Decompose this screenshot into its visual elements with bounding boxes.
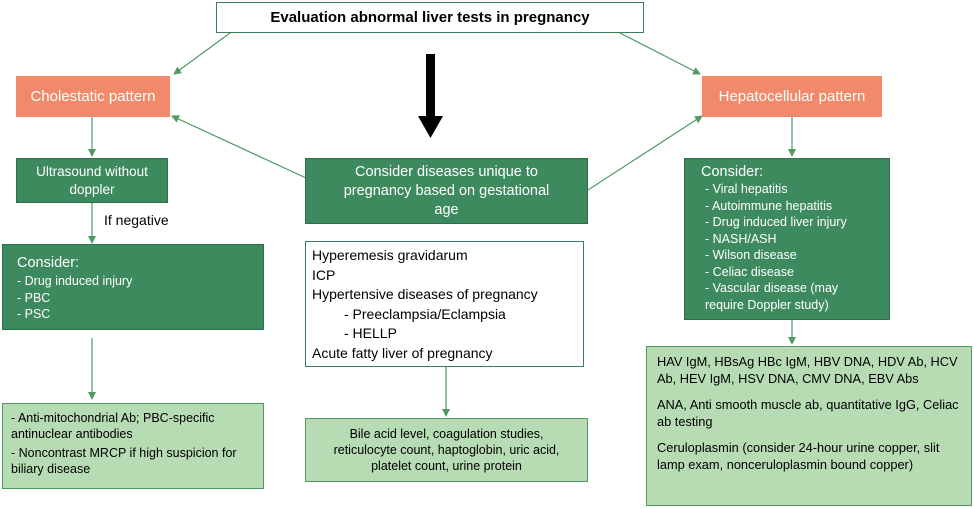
list-item: - Anti-mitochondrial Ab; PBC-specific an… <box>11 411 215 441</box>
cholestatic-consider-list: - Drug induced injury - PBC - PSC <box>17 273 249 323</box>
cholestatic-pattern-box: Cholestatic pattern <box>16 76 170 117</box>
arrow-center-to-hepatocellular <box>587 115 703 191</box>
list-item: Acute fatty liver of pregnancy <box>312 344 493 361</box>
list-item: - PSC <box>17 307 51 321</box>
center-tests-box: Bile acid level, coagulation studies, re… <box>305 418 588 482</box>
hepatocellular-consider-heading: Consider: <box>701 164 764 180</box>
hepatocellular-tests-box: HAV IgM, HBsAg HBc IgM, HBV DNA, HDV Ab,… <box>646 346 972 506</box>
list-item: - HELLP <box>344 325 397 341</box>
hepatocellular-consider-list: - Viral hepatitis - Autoimmune hepatitis… <box>701 181 879 313</box>
cholestatic-consider-box: Consider: - Drug induced injury - PBC - … <box>2 244 264 330</box>
hepatocellular-pattern-box: Hepatocellular pattern <box>702 76 882 117</box>
arrow-center-to-cholestatic <box>171 115 307 179</box>
list-item: - Autoimmune hepatitis <box>705 198 833 213</box>
diagram-title: Evaluation abnormal liver tests in pregn… <box>216 2 644 33</box>
ultrasound-box: Ultrasound without doppler <box>16 158 168 203</box>
list-item: ANA, Anti smooth muscle ab, quantitative… <box>657 397 959 429</box>
cholestatic-tests-box: - Anti-mitochondrial Ab; PBC-specific an… <box>2 403 264 489</box>
list-item: Ceruloplasmin (consider 24-hour urine co… <box>657 440 940 472</box>
arrow-title-to-hepatocellular <box>619 32 701 75</box>
list-item: - Preeclampsia/Eclampsia <box>344 305 506 322</box>
list-item: Hypertensive diseases of pregnancy <box>312 286 538 302</box>
pregnancy-diseases-box: Hyperemesis gravidarum ICP Hypertensive … <box>305 241 584 367</box>
hepatocellular-consider-box: Consider: - Viral hepatitis - Autoimmune… <box>684 158 890 320</box>
list-item: - Drug induced liver injury <box>705 215 847 229</box>
list-item: HAV IgM, HBsAg HBc IgM, HBV DNA, HDV Ab,… <box>657 354 958 386</box>
list-item: - NASH/ASH <box>705 231 777 246</box>
list-item: ICP <box>312 266 336 283</box>
unique-diseases-box: Consider diseases unique to pregnancy ba… <box>305 158 588 224</box>
if-negative-label: If negative <box>104 212 169 228</box>
list-item: - Wilson disease <box>705 248 797 262</box>
list-item: - Viral hepatitis <box>705 182 788 196</box>
list-item: - Vascular disease (may require Doppler … <box>705 281 839 312</box>
list-item: Hyperemesis gravidarum <box>312 247 468 263</box>
list-item: - Noncontrast MRCP if high suspicion for… <box>11 446 237 476</box>
list-item: - Drug induced injury <box>17 274 133 288</box>
main-down-arrow <box>418 54 443 138</box>
list-item: - Celiac disease <box>705 264 794 279</box>
arrow-title-to-cholestatic <box>173 32 231 75</box>
list-item: - PBC <box>17 290 51 305</box>
cholestatic-consider-heading: Consider: <box>17 255 80 271</box>
